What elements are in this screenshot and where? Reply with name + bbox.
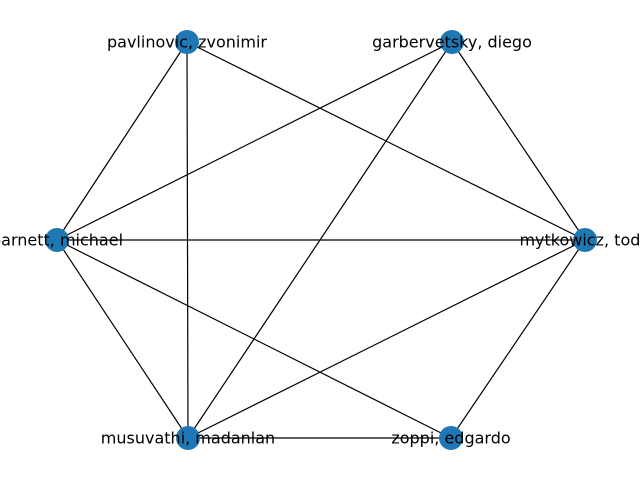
- node-label-barnett: barnett, michael: [0, 231, 123, 250]
- edge-barnett-zoppi: [56, 239, 452, 439]
- node-label-zoppi: zoppi, edgardo: [391, 429, 510, 448]
- node-label-garbervetsky: garbervetsky, diego: [372, 33, 532, 52]
- node-musuvathi: [176, 426, 200, 450]
- node-mytkowicz: [573, 228, 597, 252]
- edges-layer: [56, 41, 586, 439]
- node-pavlinovic: [175, 30, 199, 54]
- node-label-pavlinovic: pavlinovic, zvonimir: [107, 33, 267, 52]
- node-zoppi: [439, 426, 463, 450]
- node-barnett: [45, 228, 69, 252]
- node-label-mytkowicz: mytkowicz, todd: [519, 231, 640, 250]
- labels-layer: pavlinovic, zvonimir garbervetsky, diego b…: [0, 33, 640, 448]
- edge-garbervetsky-barnett: [56, 41, 453, 241]
- edge-barnett-musuvathi: [56, 239, 189, 439]
- edge-mytkowicz-zoppi: [450, 239, 586, 439]
- edge-garbervetsky-mytkowicz: [451, 41, 586, 241]
- edge-mytkowicz-musuvathi: [187, 239, 586, 439]
- node-garbervetsky: [440, 30, 464, 54]
- nodes-layer: [45, 30, 597, 450]
- edge-pavlinovic-barnett: [56, 41, 188, 241]
- node-label-musuvathi: musuvathi, madanlan: [101, 429, 275, 448]
